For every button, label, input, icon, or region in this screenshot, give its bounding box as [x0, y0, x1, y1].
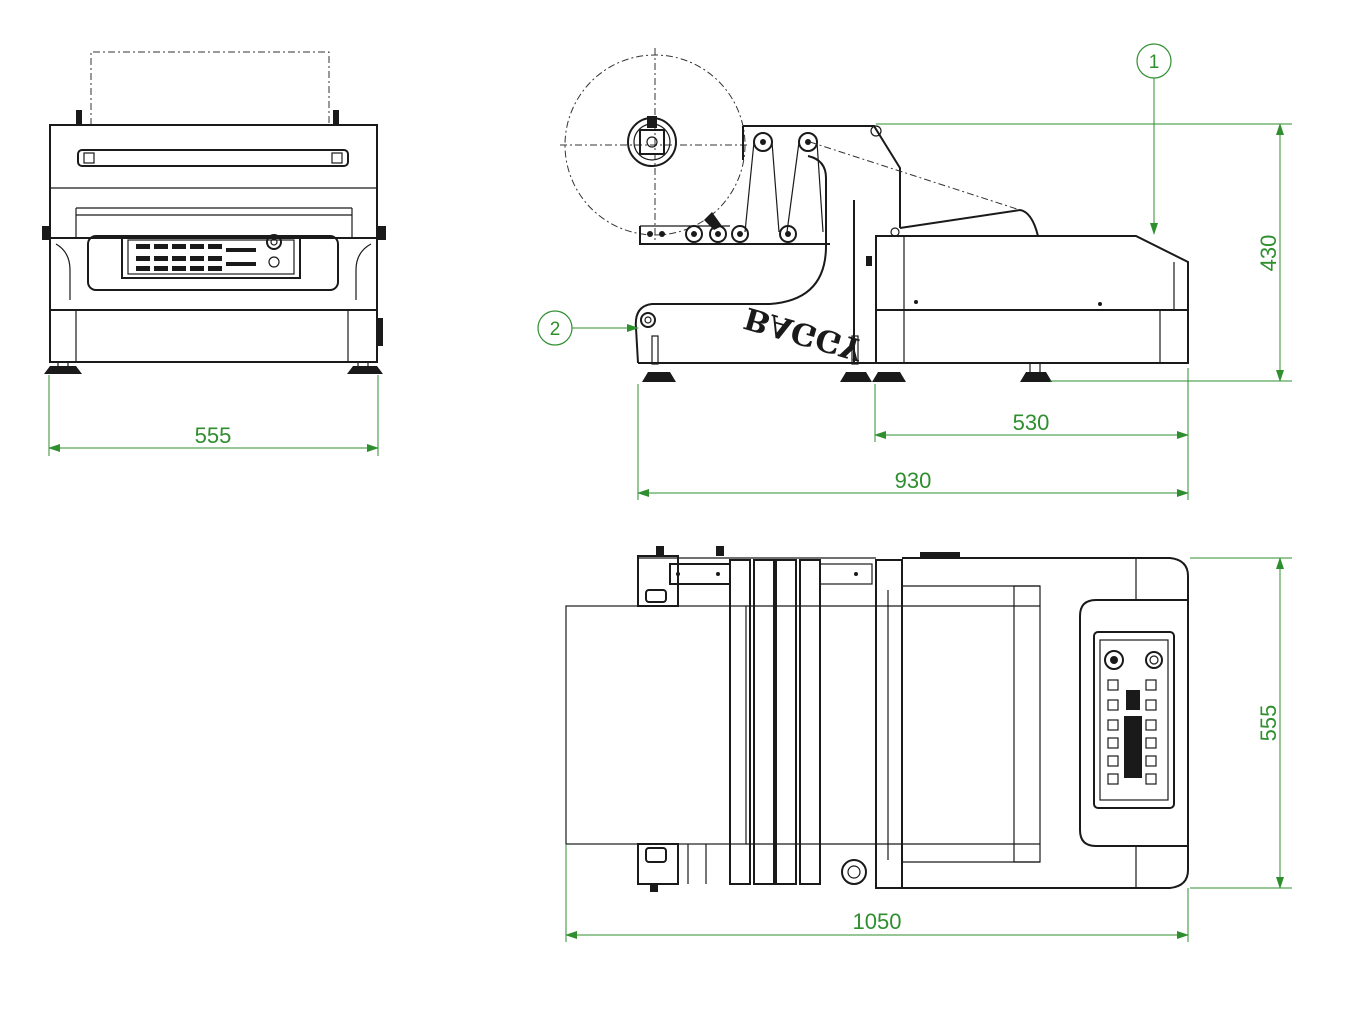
callout-2: 2 [537, 310, 639, 346]
dimension-side-base: 530 [874, 368, 1189, 500]
dim-label-top-width: 555 [1256, 705, 1281, 742]
dim-label-side-total: 930 [895, 468, 932, 493]
dimension-top-length: 1050 [565, 844, 1189, 942]
dimension-front-width: 555 [48, 375, 379, 456]
dimension-top-width: 555 [1190, 557, 1292, 889]
dim-label-side-base: 530 [1013, 410, 1050, 435]
front-view [42, 51, 386, 374]
brand-label: BAGGY [740, 300, 867, 367]
dim-label-top-length: 1050 [853, 909, 902, 934]
callout-label-2: 2 [550, 319, 561, 340]
dim-label-front-width: 555 [195, 423, 232, 448]
top-view [565, 546, 1189, 892]
dimension-side-height: 430 [876, 123, 1292, 382]
side-view: BAGGY [560, 48, 1189, 382]
callout-label-1: 1 [1149, 52, 1160, 73]
dim-label-side-height: 430 [1256, 235, 1281, 272]
dimension-side-total: 930 [637, 384, 1189, 500]
callout-1: 1 [1136, 43, 1172, 235]
